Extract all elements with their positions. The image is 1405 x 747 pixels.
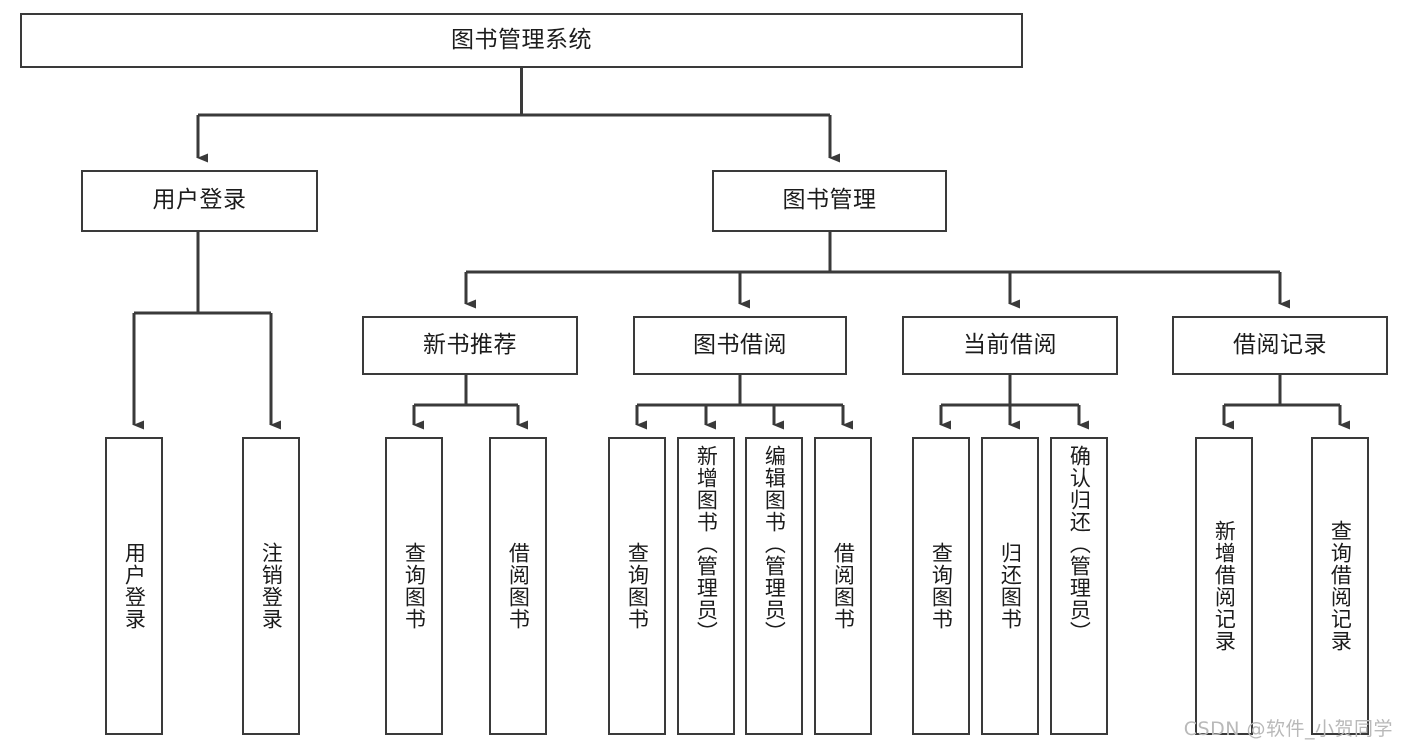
node-book-borrow-label: 图书借阅: [693, 331, 787, 358]
node-current-borrow-label: 当前借阅: [963, 331, 1057, 358]
node-root-book-management-system[interactable]: 图书管理系统: [20, 13, 1023, 68]
leaf-current-borrow-confirm-label: 确认归还（管理员）: [1067, 445, 1092, 643]
leaf-new-book-query-label: 查询图书: [402, 542, 427, 630]
node-book-management[interactable]: 图书管理: [712, 170, 947, 232]
node-book-borrow[interactable]: 图书借阅: [633, 316, 847, 375]
node-borrow-record-label: 借阅记录: [1233, 331, 1327, 358]
leaf-user-login-login-label: 用户登录: [122, 542, 147, 630]
leaf-borrow-record-add-label: 新增借阅记录: [1212, 520, 1237, 652]
node-new-book-recommend[interactable]: 新书推荐: [362, 316, 578, 375]
leaf-book-borrow-borrow[interactable]: 借阅图书: [814, 437, 872, 735]
leaf-book-borrow-edit[interactable]: 编辑图书（管理员）: [745, 437, 803, 735]
node-current-borrow[interactable]: 当前借阅: [902, 316, 1118, 375]
leaf-book-borrow-add-label: 新增图书（管理员）: [694, 445, 719, 643]
node-book-management-label: 图书管理: [782, 187, 877, 214]
csdn-watermark: CSDN @软件_小贺同学: [1183, 718, 1393, 740]
leaf-current-borrow-query-label: 查询图书: [929, 542, 954, 630]
node-user-login[interactable]: 用户登录: [81, 170, 318, 232]
leaf-book-borrow-query-label: 查询图书: [625, 542, 650, 630]
node-new-book-recommend-label: 新书推荐: [423, 331, 517, 358]
node-user-login-label: 用户登录: [152, 187, 247, 214]
leaf-current-borrow-query[interactable]: 查询图书: [912, 437, 970, 735]
leaf-borrow-record-add[interactable]: 新增借阅记录: [1195, 437, 1253, 735]
leaf-current-borrow-confirm[interactable]: 确认归还（管理员）: [1050, 437, 1108, 735]
leaf-current-borrow-return[interactable]: 归还图书: [981, 437, 1039, 735]
node-borrow-record[interactable]: 借阅记录: [1172, 316, 1388, 375]
leaf-borrow-record-query-label: 查询借阅记录: [1328, 520, 1353, 652]
leaf-new-book-borrow-label: 借阅图书: [506, 542, 531, 630]
leaf-book-borrow-edit-label: 编辑图书（管理员）: [762, 445, 787, 643]
leaf-book-borrow-borrow-label: 借阅图书: [831, 542, 856, 630]
leaf-user-login-logout-label: 注销登录: [259, 542, 284, 630]
leaf-new-book-borrow[interactable]: 借阅图书: [489, 437, 547, 735]
leaf-user-login-login[interactable]: 用户登录: [105, 437, 163, 735]
leaf-current-borrow-return-label: 归还图书: [998, 542, 1023, 630]
leaf-book-borrow-add[interactable]: 新增图书（管理员）: [677, 437, 735, 735]
leaf-new-book-query[interactable]: 查询图书: [385, 437, 443, 735]
leaf-user-login-logout[interactable]: 注销登录: [242, 437, 300, 735]
leaf-book-borrow-query[interactable]: 查询图书: [608, 437, 666, 735]
leaf-borrow-record-query[interactable]: 查询借阅记录: [1311, 437, 1369, 735]
node-root-label: 图书管理系统: [451, 26, 592, 53]
